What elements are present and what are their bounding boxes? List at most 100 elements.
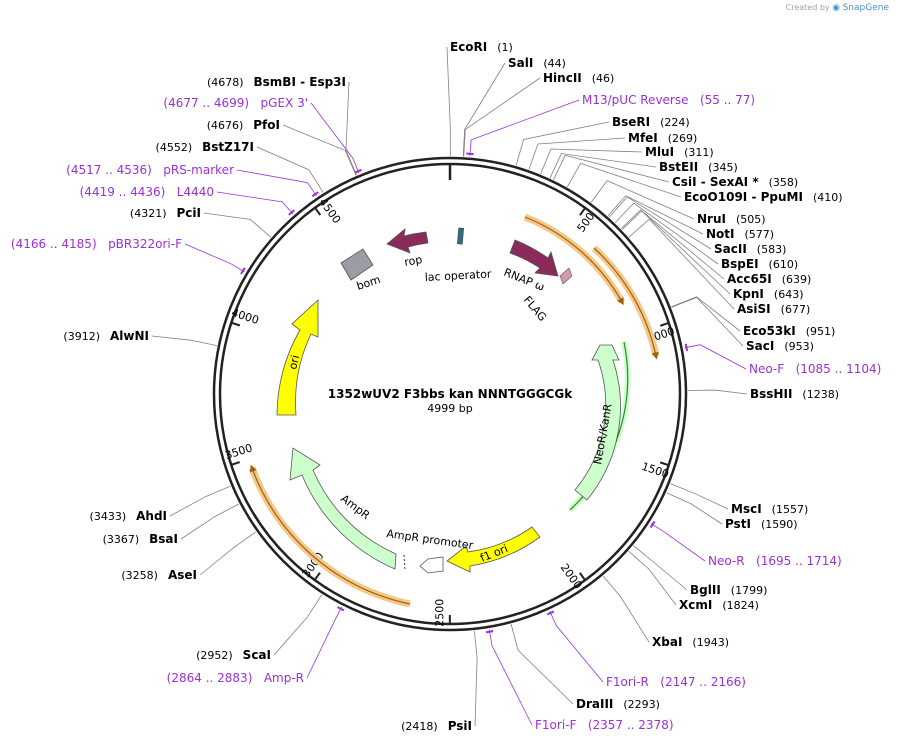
primer-leader [549, 611, 604, 683]
ampr-promoter-label: AmpR promoter [386, 527, 475, 552]
ampr-promoter-arrow [419, 556, 444, 574]
site-label: SalI(44) [508, 56, 566, 70]
site-leader [614, 202, 719, 265]
primer-leader [488, 629, 533, 726]
plasmid-length: 4999 bp [427, 402, 472, 415]
site-leader [590, 180, 695, 220]
plasmid-name: 1352wUV2 F3bbs kan NNNTGGGCGk [328, 387, 573, 401]
restriction-site-labels: EcoRI(1)SalI(44)HincII(46)BseRI(224)MfeI… [63, 40, 842, 733]
site-leader [515, 121, 610, 166]
rnap-omega-arrow [509, 239, 559, 277]
site-label: KpnI(643) [733, 287, 804, 301]
lac-operator-label: lac operator [424, 268, 492, 284]
primer-marker [240, 267, 246, 275]
ori-arrow [276, 299, 319, 416]
site-leader [628, 550, 677, 606]
site-label: PstI(1590) [725, 517, 798, 531]
flag-label: FLAG [521, 294, 549, 324]
primer-leader [684, 344, 747, 370]
site-label: NruI(505) [697, 212, 766, 226]
site-label: BseRI(224) [612, 115, 690, 129]
site-label: (4678)BsmBI - Esp3I [207, 75, 346, 89]
tick-mark [314, 207, 322, 216]
snapgene-logo-icon: ◉ [832, 3, 841, 13]
site-leader [633, 545, 688, 591]
primer-label: F1ori-F (2357 .. 2378) [535, 718, 674, 732]
flag-box [559, 267, 573, 285]
tick-mark [579, 572, 586, 581]
site-leader [670, 483, 729, 510]
site-label: (3367)BsaI [103, 532, 178, 546]
f1-ori-arrow [446, 526, 541, 573]
primer-leader [236, 169, 317, 197]
primer-marker [288, 209, 295, 216]
primer-label: (2864 .. 2883) Amp-R [167, 671, 304, 685]
tick-label: 1500 [640, 460, 671, 481]
tick-label: 4500 [316, 196, 343, 226]
site-leader [566, 162, 682, 198]
site-label: SacI(953) [746, 339, 814, 353]
site-label: MscI(1557) [731, 502, 808, 516]
site-label: (4321)PciI [130, 206, 201, 220]
site-leader [620, 209, 725, 280]
site-label: Acc65I(639) [727, 272, 811, 286]
tick-mark [659, 322, 670, 327]
primer-marker [485, 630, 494, 634]
primer-label: (4677 .. 4699) pGEX 3' [163, 96, 308, 110]
snapgene-watermark: Created by ◉ SnapGene [786, 3, 889, 13]
orange-arrow-3 [249, 464, 411, 605]
primer-label: (4419 .. 4436) L4440 [80, 185, 214, 199]
ori-label: ori [286, 354, 302, 371]
site-leader [671, 296, 741, 332]
backbone-outer [212, 156, 688, 632]
tick-mark [313, 572, 321, 581]
primer-label: M13/pUC Reverse (55 .. 77) [582, 93, 755, 107]
tick-label: 3500 [223, 441, 254, 462]
primer-marker [684, 343, 689, 352]
primer-leader [216, 191, 294, 215]
primer-leader [650, 523, 706, 562]
primer-label: Neo-F (1085 .. 1104) [749, 362, 881, 376]
primer-marker [354, 168, 362, 174]
site-leader [666, 492, 723, 525]
site-label: (2952)ScaI [196, 648, 271, 662]
site-label: BssHII(1238) [750, 387, 839, 401]
site-label: (4552)BstZ17I [156, 140, 254, 154]
site-leader [473, 630, 478, 727]
site-leader [203, 212, 272, 238]
orange-arrow-2 [593, 247, 659, 360]
primer-leader [469, 99, 580, 156]
site-leader [621, 210, 731, 295]
bom-box [340, 248, 374, 281]
f1-ori-label: f1 ori [478, 542, 509, 565]
primer-marker [546, 610, 555, 616]
leader-lines [151, 46, 748, 727]
primer-marker [466, 152, 474, 156]
tick-mark [579, 207, 587, 216]
primer-label: F1ori-R (2147 .. 2166) [606, 675, 746, 689]
site-label: MluI(311) [645, 145, 714, 159]
primer-leader [306, 606, 342, 679]
rop-label: rop [403, 253, 423, 269]
site-leader [273, 594, 323, 656]
site-leader [282, 124, 357, 176]
tick-label: 2500 [433, 599, 446, 627]
site-label: Eco53kI(951) [743, 324, 835, 338]
site-leader [199, 531, 257, 576]
site-leader [628, 218, 735, 310]
bom-label: bom [355, 273, 382, 293]
site-leader [462, 62, 506, 157]
site-leader [607, 195, 704, 235]
watermark-prefix: Created by [785, 3, 830, 12]
site-leader [446, 46, 451, 157]
ampr-arrow [289, 447, 397, 570]
site-leader [256, 146, 324, 193]
site-label: AsiSI(677) [737, 302, 810, 316]
site-label: XcmI(1824) [679, 598, 759, 612]
site-label: EcoO109I - PpuMI(410) [684, 190, 843, 204]
site-leader [608, 196, 712, 250]
site-label: NotI(577) [706, 227, 774, 241]
primer-leader [184, 243, 245, 273]
site-leader [553, 154, 670, 183]
